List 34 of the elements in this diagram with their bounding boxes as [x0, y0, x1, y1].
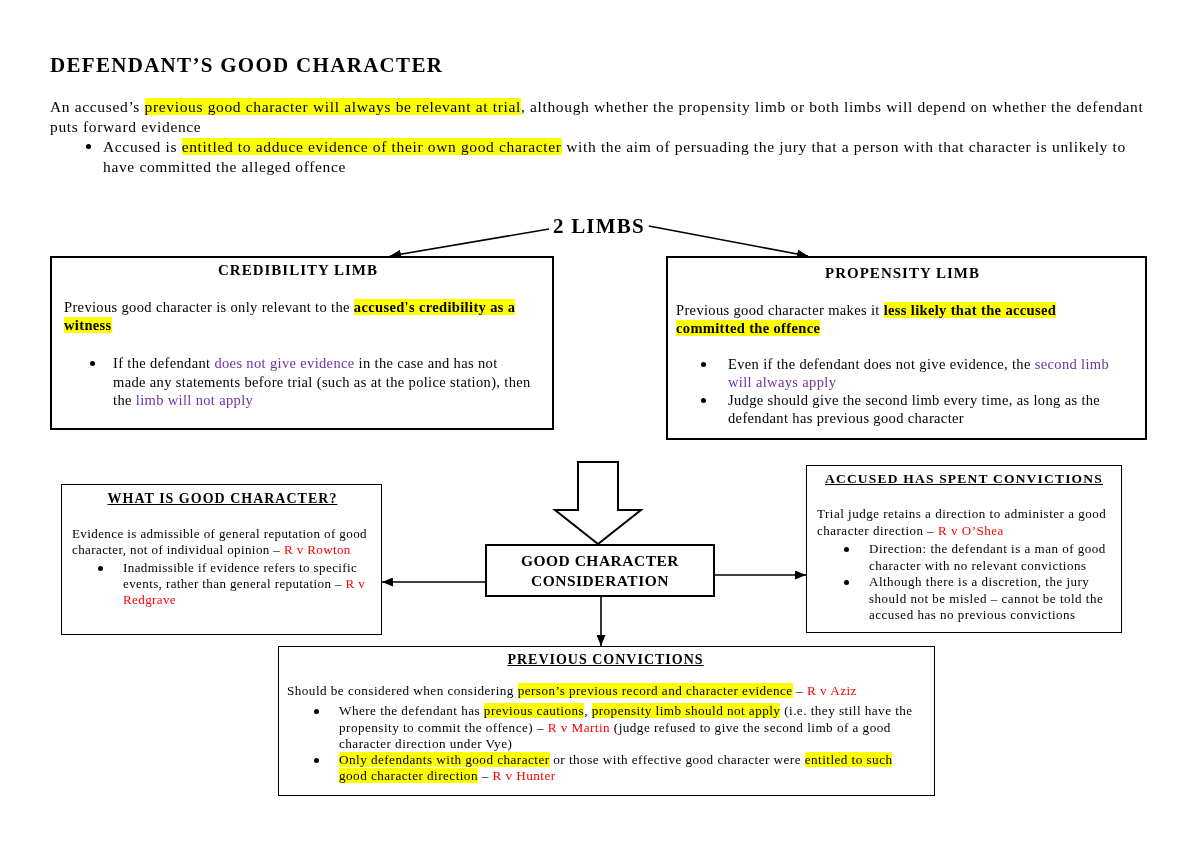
process-box — [485, 544, 715, 597]
bullet-text: Direction: the defendant is a man of good character with no relevant convictions — [869, 541, 1107, 574]
box-heading: WHAT IS GOOD CHARACTER? — [107, 491, 338, 507]
body-text: Evidence is admissible of general reputation of good character, not of individual opinion – R v Rowton — [72, 526, 368, 558]
bullet-text: Inadmissible if evidence refers to specific events, rather than general reputation – R v Redgrave — [123, 560, 367, 608]
bullet-text: Judge should give the second limb every time, as long as the defendant has previous good character — [728, 391, 1102, 427]
info-box — [50, 256, 554, 430]
box-title: GOOD CHARACTER CONSIDERATION — [519, 550, 681, 591]
arrow — [389, 228, 550, 259]
box-heading: PREVIOUS CONVICTIONS — [507, 652, 704, 668]
bullet-text: If the defendant does not give evidence in the case and has not made any statements before trial (such as at the police station), then the limb will not apply — [113, 354, 532, 410]
bullet-text: Although there is a discretion, the jury should not be misled – cannot be told the accused has no previous convictions — [869, 574, 1105, 624]
box-heading: ACCUSED HAS SPENT CONVICTIONS — [825, 471, 1103, 487]
arrow — [596, 596, 606, 647]
body-text: Previous good character makes it less likely that the accused committed the offence — [676, 301, 1058, 337]
arrow — [648, 225, 809, 259]
bullet-text: Even if the defendant does not give evidence, the second limb will always apply — [728, 355, 1111, 391]
info-box — [61, 484, 382, 635]
info-box — [278, 646, 935, 796]
bullet-text: Accused is entitled to adduce evidence of their own good character with the aim of persuading the jury that a person with that character is unlikely to have committed the alleged offence — [103, 137, 1127, 176]
page-title: DEFENDANT’S GOOD CHARACTER — [50, 52, 444, 78]
block-arrow — [552, 461, 644, 546]
info-box — [666, 256, 1147, 440]
section-heading: 2 LIMBS — [549, 212, 649, 240]
arrow — [381, 577, 486, 587]
bullet-text: Where the defendant has previous cautions, propensity limb should not apply (i.e. they still have the propensity to commit the offence) – R v Martin (judge refused to give the second limb of a good character direction under Vye) — [339, 703, 914, 753]
body-text: Should be considered when considering person’s previous record and character evidence – R v Aziz — [287, 683, 858, 700]
bullet-text: Only defendants with good character or those with effective good character were entitled to such good character direction – R v Hunter — [339, 752, 894, 785]
arrow — [714, 570, 807, 580]
info-box — [806, 465, 1122, 633]
body-text: Trial judge retains a direction to administer a good character direction – R v O’Shea — [817, 506, 1108, 539]
body-text: Previous good character is only relevant to the accused's credibility as a witness — [64, 298, 517, 334]
box-heading: CREDIBILITY LIMB — [217, 261, 379, 280]
box-heading: PROPENSITY LIMB — [825, 264, 980, 283]
